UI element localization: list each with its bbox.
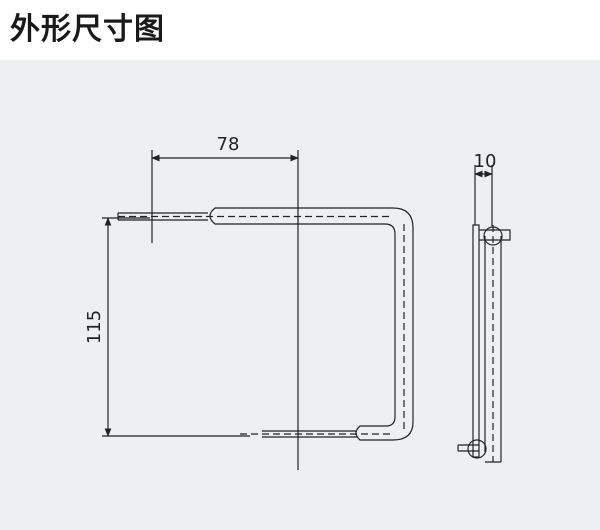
dimension-width-label: 78 — [217, 134, 240, 155]
bottom-bolt-head — [467, 439, 487, 459]
side-view — [457, 165, 511, 463]
bottom-bolt — [262, 430, 357, 438]
handle-outline — [209, 207, 414, 441]
page-title: 外形尺寸图 — [10, 12, 165, 47]
header-bar: 外形尺寸图 — [0, 0, 600, 60]
base-plate — [472, 224, 480, 458]
top-bolt-side — [479, 229, 511, 241]
drawing-panel: 78 115 10 — [0, 60, 600, 530]
front-view — [102, 150, 414, 470]
dimension-height-label: 115 — [84, 310, 105, 344]
dimension-depth-label: 10 — [474, 151, 497, 172]
dimension-drawing: 78 115 10 — [84, 134, 511, 470]
